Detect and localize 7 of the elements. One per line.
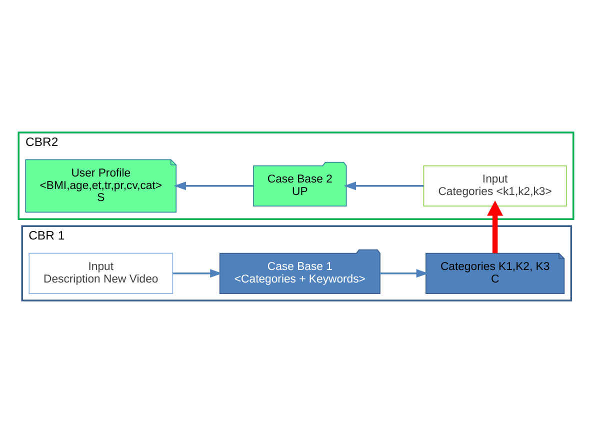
arrow	[487, 200, 504, 254]
arrow	[174, 182, 254, 190]
node-box: Input Description New Video	[28, 252, 174, 294]
arrow	[344, 182, 424, 190]
node-box: Input Categories <k1,k2,k3>	[423, 165, 567, 206]
arrow	[380, 269, 429, 278]
arrow	[172, 269, 222, 278]
